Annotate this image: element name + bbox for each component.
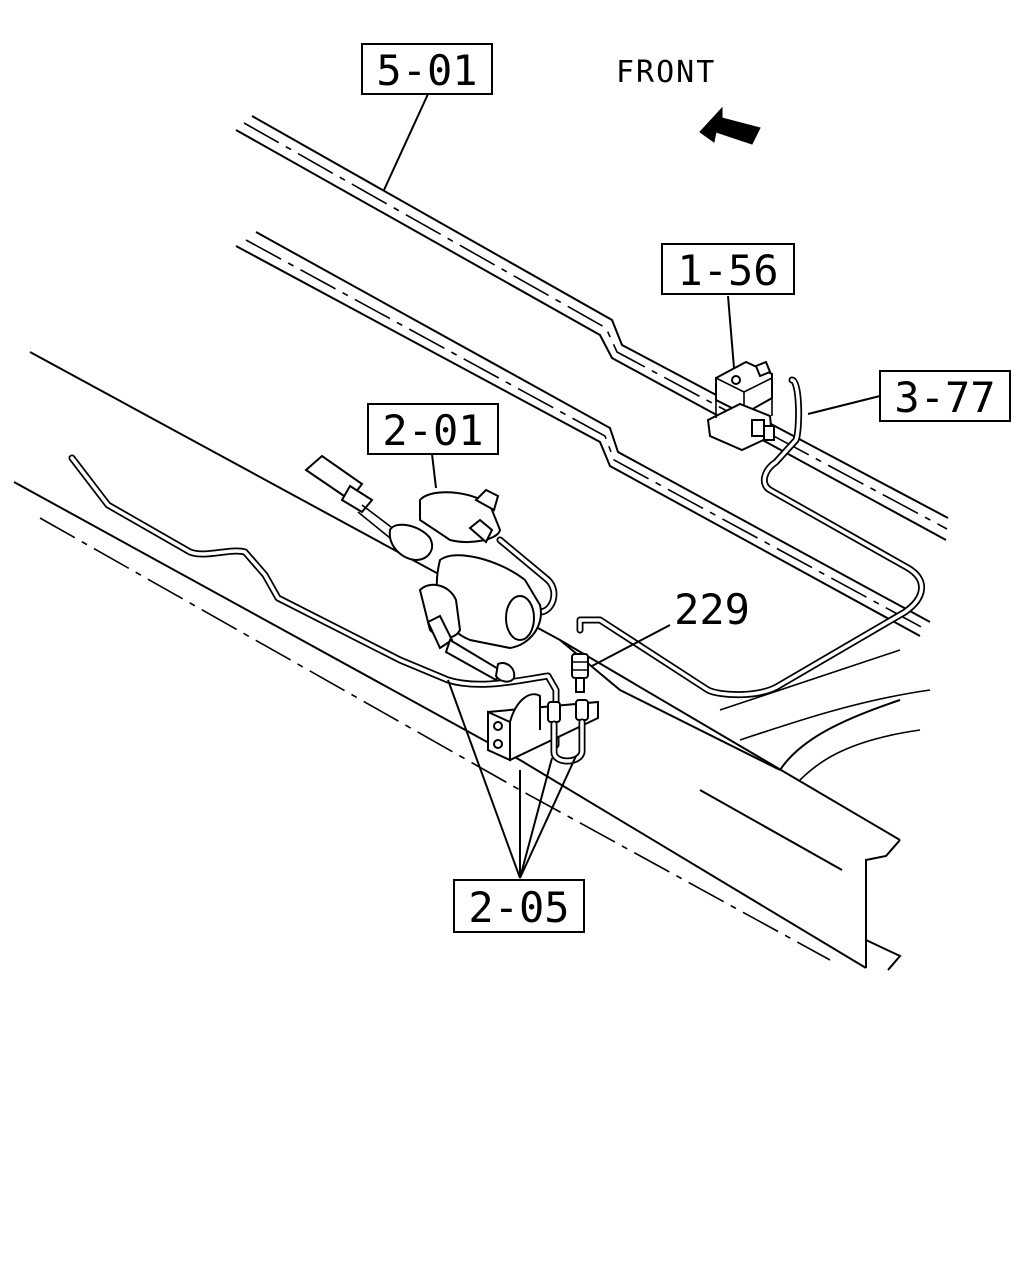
callout-5-01[interactable]: 5-01	[361, 43, 493, 95]
callout-2-01-text: 2-01	[382, 406, 483, 455]
washer-pump-assembly	[304, 454, 542, 683]
nozzle-229	[571, 653, 589, 679]
air-pipe-lower	[68, 454, 560, 749]
callout-229[interactable]: 229	[674, 585, 750, 634]
callout-2-01[interactable]: 2-01	[367, 403, 499, 455]
front-arrow-icon	[699, 106, 761, 145]
upper-frame-rail	[235, 115, 949, 637]
leader-lines	[383, 93, 881, 879]
callout-1-56[interactable]: 1-56	[661, 243, 795, 295]
callout-5-01-text: 5-01	[376, 46, 477, 95]
front-label: FRONT	[616, 55, 716, 90]
callout-3-77[interactable]: 3-77	[879, 370, 1011, 422]
callout-1-56-text: 1-56	[677, 246, 778, 295]
air-pipe-upper	[576, 376, 926, 699]
callout-3-77-text: 3-77	[894, 373, 995, 422]
callout-2-05[interactable]: 2-05	[453, 879, 585, 933]
nozzle-fittings	[547, 653, 589, 765]
callout-2-05-text: 2-05	[468, 883, 569, 932]
cross-member	[719, 649, 931, 781]
check-valve-assembly	[706, 360, 775, 452]
callout-229-text: 229	[674, 585, 750, 634]
